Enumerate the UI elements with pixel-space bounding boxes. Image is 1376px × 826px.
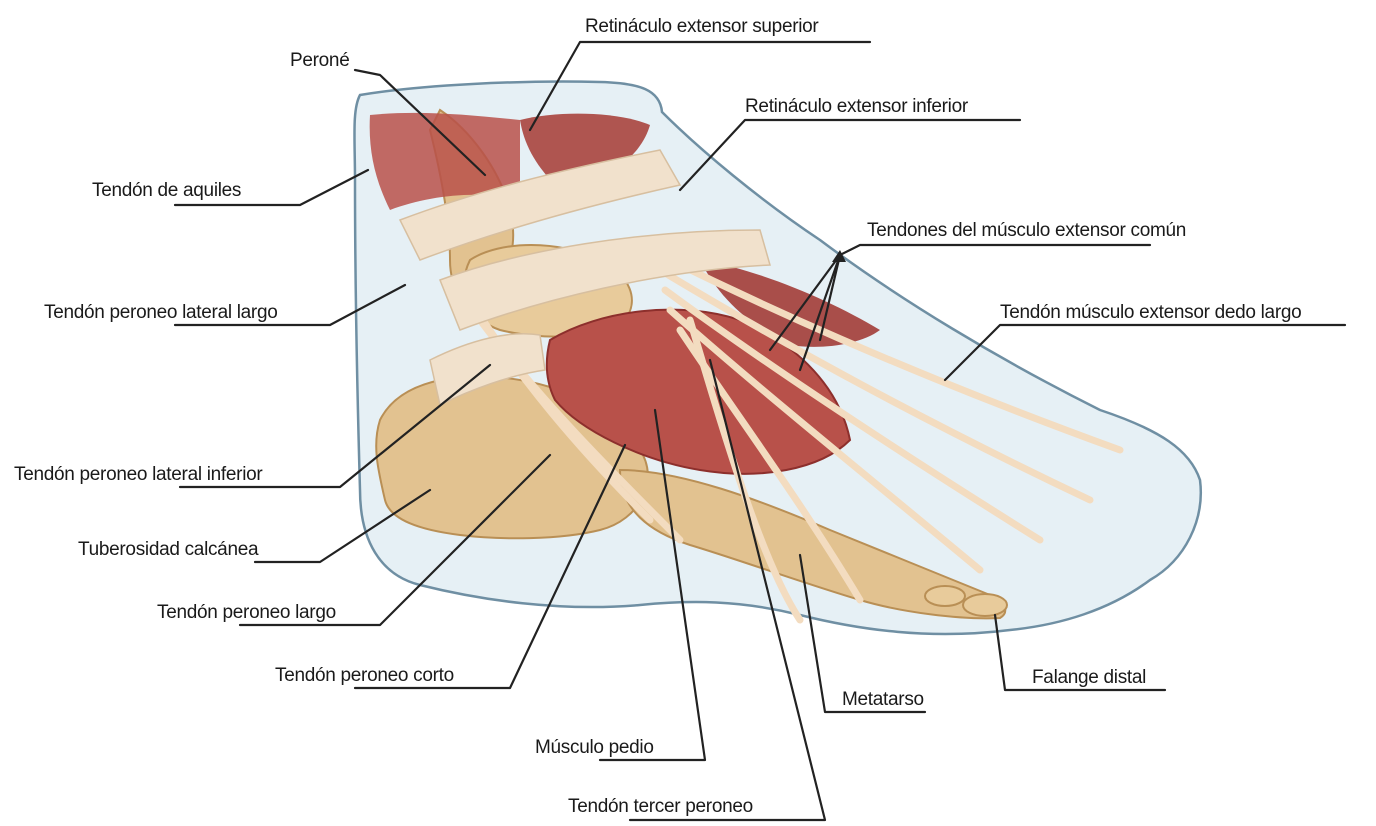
label-tendones-extensor-comun: Tendones del músculo extensor común xyxy=(867,220,1186,241)
label-peroneo-lateral-inferior: Tendón peroneo lateral inferior xyxy=(14,464,263,485)
label-metatarso: Metatarso xyxy=(842,689,924,710)
label-extensor-dedo-largo: Tendón músculo extensor dedo largo xyxy=(1000,302,1301,323)
label-retinaculo-superior: Retináculo extensor superior xyxy=(585,16,819,37)
phalanx-distal xyxy=(963,594,1007,616)
label-peroneo-largo: Tendón peroneo largo xyxy=(157,602,336,623)
phalanx-middle xyxy=(925,586,965,606)
label-falange-distal: Falange distal xyxy=(1032,667,1146,688)
label-peroneo-lateral-largo: Tendón peroneo lateral largo xyxy=(44,302,278,323)
label-tuberosidad-calcanea: Tuberosidad calcánea xyxy=(78,539,259,560)
label-tendon-aquiles: Tendón de aquiles xyxy=(92,180,241,201)
label-retinaculo-inferior: Retináculo extensor inferior xyxy=(745,96,969,117)
label-perone: Peroné xyxy=(290,50,349,71)
label-tercer-peroneo: Tendón tercer peroneo xyxy=(568,796,753,817)
label-musculo-pedio: Músculo pedio xyxy=(535,737,654,758)
label-peroneo-corto: Tendón peroneo corto xyxy=(275,665,454,686)
